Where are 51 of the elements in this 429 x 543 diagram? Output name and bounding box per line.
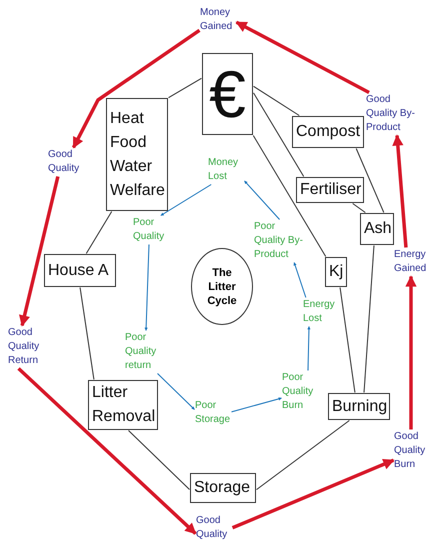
arrow — [405, 275, 417, 430]
arrow — [19, 176, 60, 327]
connector-line — [356, 148, 384, 213]
flow-label: Poor Quality By-Product — [254, 220, 304, 262]
flow-label: Poor Quality — [133, 216, 169, 244]
connector-line — [128, 430, 190, 490]
process-box: Heat Food Water Welfare — [106, 98, 168, 211]
arrow — [144, 244, 150, 331]
arrow — [17, 367, 197, 535]
flow-label: Energy Lost — [303, 298, 339, 326]
connector-line — [352, 203, 366, 213]
flow-label: Poor Quality Burn — [282, 371, 318, 413]
connector-line — [340, 287, 356, 393]
arrow — [307, 326, 311, 371]
arrow — [72, 28, 200, 148]
process-box: Ash — [360, 213, 394, 245]
arrow — [294, 262, 306, 298]
arrow — [157, 373, 195, 410]
flow-label: Poor Storage — [195, 399, 231, 427]
process-box: Storage — [190, 473, 256, 503]
flow-label: Money Lost — [208, 156, 244, 184]
arrow — [244, 180, 280, 220]
title-circle: The Litter Cycle — [191, 248, 253, 325]
arrow — [236, 20, 370, 94]
flow-label: Money Gained — [200, 6, 236, 34]
process-box: Litter Removal — [88, 380, 158, 430]
flow-label: Good Quality — [196, 514, 232, 542]
process-box: Burning — [328, 393, 390, 420]
connector-line — [80, 287, 94, 380]
connector-line — [168, 78, 202, 98]
arrow — [160, 184, 212, 216]
flow-label: Good Quality Return — [8, 326, 44, 368]
flow-label: Good Quality By-Product — [366, 93, 416, 135]
process-box: Compost — [292, 116, 364, 148]
flow-label: Good Quality Burn — [394, 430, 428, 472]
process-box: House A — [44, 254, 116, 287]
arrow — [392, 134, 408, 248]
connector-line — [253, 92, 304, 177]
flow-label: Poor Quality return — [125, 331, 163, 373]
connector-line — [252, 135, 326, 257]
currency-box: € — [202, 53, 253, 135]
connector-line — [253, 86, 300, 116]
flow-label: Good Quality — [48, 148, 84, 176]
arrow — [231, 397, 282, 412]
connector-line — [364, 245, 374, 393]
connector-line — [256, 420, 350, 490]
flow-label: Energy Gained — [394, 248, 428, 276]
process-box: Kj — [325, 257, 347, 287]
process-box: Fertiliser — [296, 177, 364, 203]
connector-line — [86, 211, 112, 254]
arrow — [232, 458, 395, 530]
